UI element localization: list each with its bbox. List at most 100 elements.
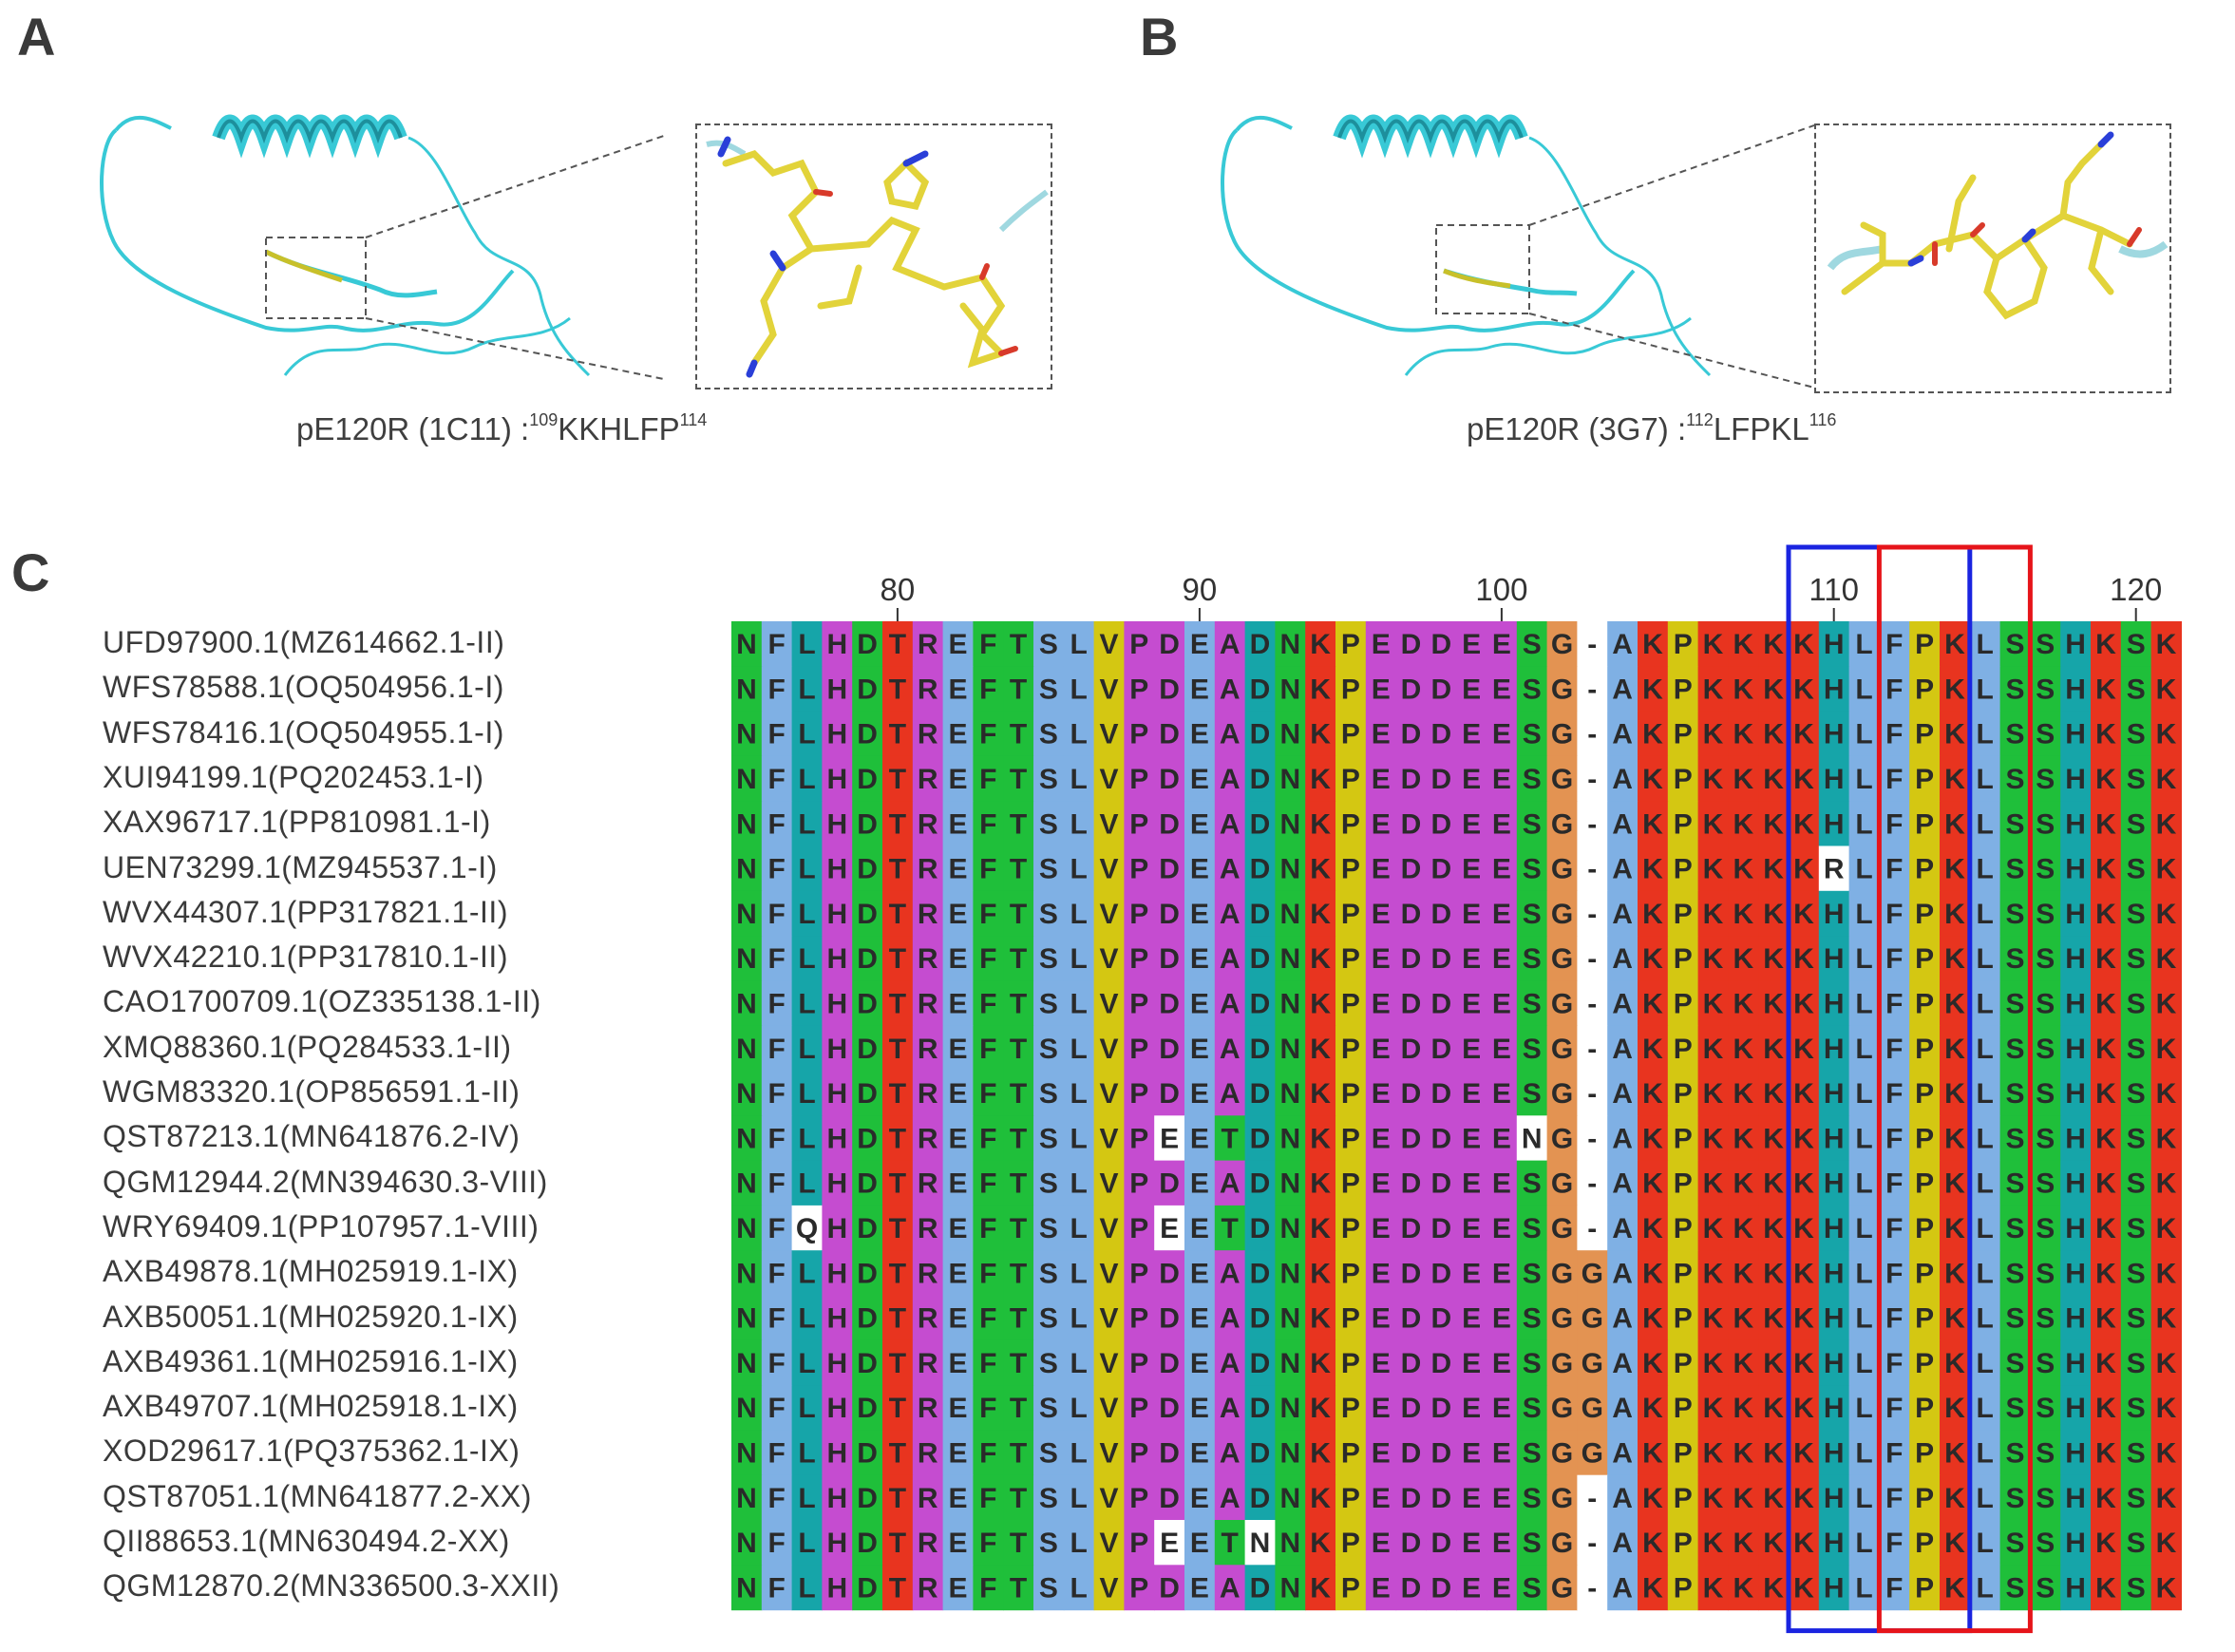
residue-letter: D (1159, 764, 1180, 795)
residue-letter: S (2005, 943, 2024, 975)
residue-letter: K (1310, 674, 1331, 705)
residue-letter: G (1551, 1258, 1573, 1289)
residue-cell (1093, 801, 1125, 847)
residue-cell (1244, 621, 1276, 667)
residue-letter: G (1551, 719, 1573, 750)
residue-cell (1789, 980, 1820, 1027)
residue-letter: L (1855, 943, 1872, 975)
residue-letter: N (1279, 1528, 1300, 1559)
residue-letter: S (1523, 1483, 1542, 1514)
residue-cell (882, 890, 914, 937)
residue-cell (1638, 711, 1669, 757)
residue-cell (1728, 1115, 1759, 1162)
residue-letter: T (1222, 1528, 1239, 1559)
residue-letter: V (1099, 808, 1118, 840)
residue-cell (1063, 1071, 1095, 1116)
residue-cell (1577, 1025, 1608, 1072)
residue-cell (1638, 1160, 1669, 1206)
residue-cell (1365, 621, 1397, 667)
residue-letter: L (1070, 1303, 1088, 1335)
residue-cell (1154, 711, 1185, 757)
residue-letter: V (1099, 1213, 1118, 1244)
residue-letter: A (1220, 1437, 1241, 1469)
residue-cell (1577, 1205, 1608, 1251)
residue-cell (1154, 1025, 1185, 1072)
residue-letter: P (1341, 899, 1360, 930)
residue-cell (1275, 1071, 1306, 1116)
residue-cell (1789, 711, 1820, 757)
residue-cell (1305, 1160, 1336, 1206)
residue-cell (2120, 1025, 2152, 1072)
residue-letter: L (1855, 1123, 1872, 1154)
residue-cell (1305, 1071, 1336, 1116)
residue-cell (1487, 1205, 1518, 1251)
residue-letter: K (1793, 1393, 1814, 1424)
residue-letter: P (1129, 629, 1148, 660)
residue-cell (1244, 711, 1276, 757)
residue-letter: E (1372, 988, 1391, 1019)
residue-letter: K (1310, 719, 1331, 750)
residue-cell (1999, 755, 2031, 802)
residue-letter: F (979, 1258, 996, 1289)
residue-letter: K (1944, 1078, 1965, 1110)
residue-letter: H (826, 1437, 847, 1469)
residue-letter: D (1159, 1303, 1180, 1335)
residue-letter: S (2005, 988, 2024, 1019)
residue-cell (1487, 1250, 1518, 1297)
residue-cell (912, 936, 944, 981)
residue-cell (2060, 1071, 2092, 1116)
residue-letter: P (1674, 1123, 1693, 1154)
residue-letter: K (1642, 764, 1663, 795)
residue-letter: S (2036, 1168, 2055, 1200)
residue-letter: N (736, 764, 757, 795)
residue-cell (761, 845, 793, 892)
residue-letter: K (1703, 943, 1724, 975)
residue-letter: F (979, 629, 996, 660)
residue-cell (912, 1295, 944, 1341)
residue-letter: P (1129, 1034, 1148, 1065)
residue-letter: L (798, 629, 815, 660)
residue-letter: L (798, 1348, 815, 1379)
residue-cell (761, 755, 793, 802)
residue-letter: K (2095, 1393, 2116, 1424)
residue-letter: S (1523, 674, 1542, 705)
residue-cell (2120, 936, 2152, 981)
residue-cell (942, 1295, 974, 1341)
residue-letter: P (1341, 1483, 1360, 1514)
residue-cell (2030, 801, 2061, 847)
residue-cell (1638, 621, 1669, 667)
residue-letter: T (889, 1303, 906, 1335)
residue-letter: V (1099, 899, 1118, 930)
residue-letter: E (1372, 1168, 1391, 1200)
residue-letter: D (1250, 1213, 1271, 1244)
residue-letter: S (2036, 629, 2055, 660)
residue-cell (942, 980, 974, 1027)
residue-cell (2030, 1071, 2061, 1116)
residue-cell (1546, 755, 1578, 802)
residue-letter: P (1129, 808, 1148, 840)
residue-cell (1154, 1250, 1185, 1297)
residue-letter: K (1793, 1483, 1814, 1514)
residue-letter: S (2127, 988, 2146, 1019)
residue-letter: K (1703, 1123, 1724, 1154)
residue-letter: L (1977, 1437, 1994, 1469)
residue-letter: P (1674, 719, 1693, 750)
residue-letter: D (857, 1348, 878, 1379)
residue-letter: P (1341, 764, 1360, 795)
residue-cell (912, 801, 944, 847)
residue-cell (1275, 1160, 1306, 1206)
residue-cell (1940, 1071, 1971, 1116)
residue-letter: K (1793, 1213, 1814, 1244)
residue-cell (2150, 1115, 2182, 1162)
residue-letter: T (889, 899, 906, 930)
residue-cell (1426, 1295, 1457, 1341)
residue-letter: K (2156, 1034, 2177, 1065)
residue-letter: D (1430, 808, 1451, 840)
residue-letter: P (1341, 1572, 1360, 1604)
residue-cell (731, 1205, 763, 1251)
residue-letter: K (1703, 899, 1724, 930)
residue-letter: K (1703, 854, 1724, 885)
residue-cell (1487, 936, 1518, 981)
residue-letter: K (2156, 1572, 2177, 1604)
residue-cell (1818, 621, 1850, 667)
